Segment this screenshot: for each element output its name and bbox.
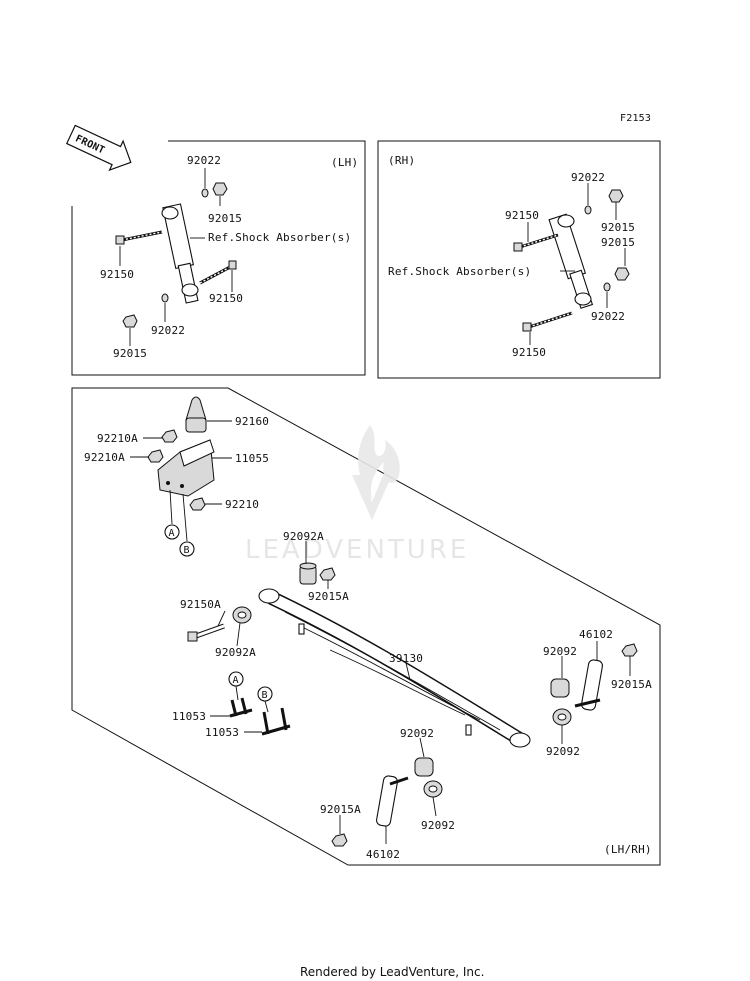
rh-side-label: (RH)	[388, 154, 415, 167]
bushing-92092-right-top	[550, 678, 570, 698]
ref-a-label: A	[169, 528, 175, 539]
bushing-92092-mid-top	[414, 757, 434, 777]
callout-39130: 39130	[389, 652, 423, 665]
callout-rh-92150-bottom: 92150	[512, 346, 546, 359]
callout-92092-right-bottom: 92092	[546, 745, 580, 758]
nut-92015A-top	[319, 567, 336, 581]
lh-nut-top	[212, 182, 228, 196]
callout-92015A-right: 92015A	[611, 678, 652, 691]
bushing-92092A-left	[232, 606, 252, 624]
callout-rh-92015-b: 92015	[601, 236, 635, 249]
spring-panel: (LH/RH) LEADVENTURE 92160 11055 92210A 9	[71, 387, 661, 866]
rh-nut-b	[614, 267, 630, 281]
rh-panel: (RH) 92022 92150 92015 920	[377, 140, 661, 379]
callout-92015A-top: 92015A	[308, 590, 349, 603]
callout-lh-92150-left: 92150	[100, 268, 134, 281]
lh-ref-shock-label: Ref.Shock Absorber(s)	[208, 231, 351, 244]
callout-11053-b: 11053	[205, 726, 239, 739]
figure-code: F2153	[620, 113, 651, 124]
nut-92210A-2	[147, 449, 164, 463]
callout-92150A: 92150A	[180, 598, 221, 611]
bushing-92092-right-bottom	[552, 708, 572, 726]
ref-a-circle	[164, 524, 180, 540]
callout-lh-92150-right: 92150	[209, 292, 243, 305]
callout-92210: 92210	[225, 498, 259, 511]
watermark-text: LEADVENTURE	[245, 535, 469, 565]
callout-11053-a: 11053	[172, 710, 206, 723]
callout-lh-92015-top: 92015	[208, 212, 242, 225]
nut-92210A-1	[161, 429, 178, 443]
callout-11055: 11055	[235, 452, 269, 465]
rh-ref-shock-label: Ref.Shock Absorber(s)	[388, 265, 531, 278]
leaf-spring	[258, 588, 531, 748]
callout-lh-92022-top: 92022	[187, 154, 221, 167]
callout-92210A-2: 92210A	[84, 451, 125, 464]
ref-a2-circle	[228, 671, 244, 687]
nut-92015A-bottom	[331, 833, 348, 847]
callout-rh-92150-top: 92150	[505, 209, 539, 222]
footer-credit: Rendered by LeadVenture, Inc.	[300, 965, 484, 979]
callout-rh-92022-top: 92022	[571, 171, 605, 184]
bump-stop	[185, 396, 207, 433]
rh-nut-a	[608, 189, 624, 203]
shackle-46102-bottom	[376, 775, 409, 827]
lh-nut-bottom	[122, 314, 138, 328]
ref-a2-label: A	[233, 675, 239, 686]
callout-92210A-1: 92210A	[97, 432, 138, 445]
callout-rh-92022-bottom: 92022	[591, 310, 625, 323]
ref-b2-label: B	[262, 690, 268, 701]
nut-92210	[189, 497, 206, 511]
u-bolt-a	[229, 697, 253, 718]
rh-washer-top	[584, 205, 592, 215]
ref-b2-circle	[257, 686, 273, 702]
spring-side-label: (LH/RH)	[604, 843, 652, 856]
front-arrow-icon: FRONT	[65, 124, 132, 172]
rh-washer-bottom	[603, 282, 611, 292]
nut-92015A-right	[621, 643, 638, 657]
watermark-logo	[352, 425, 400, 520]
lh-shock-absorber	[161, 203, 199, 304]
rh-bolt-top	[513, 233, 559, 252]
lh-side-label: (LH)	[331, 156, 358, 169]
shackle-46102-right	[574, 659, 603, 711]
lh-panel: (LH) 92022 920	[71, 140, 366, 376]
lh-washer-top	[201, 188, 209, 198]
callout-lh-92022-bottom: 92022	[151, 324, 185, 337]
callout-46102-bottom: 46102	[366, 848, 400, 861]
lh-washer-bottom	[161, 293, 169, 303]
callout-92092-right-top: 92092	[543, 645, 577, 658]
callout-lh-92015-bottom: 92015	[113, 347, 147, 360]
callout-46102-right: 46102	[579, 628, 613, 641]
ref-b-circle	[179, 541, 195, 557]
callout-rh-92015-a: 92015	[601, 221, 635, 234]
lh-bolt-left	[115, 230, 163, 245]
bushing-92092A-top	[299, 562, 317, 585]
callout-92092A-top: 92092A	[283, 530, 324, 543]
lh-bolt-right	[199, 260, 237, 285]
u-bolt-b	[261, 707, 291, 736]
callout-92092-mid-bottom: 92092	[421, 819, 455, 832]
callout-92160: 92160	[235, 415, 269, 428]
bolt-92150A	[187, 623, 225, 642]
ref-b-label: B	[184, 545, 190, 556]
callout-92092A-left: 92092A	[215, 646, 256, 659]
rh-shock-absorber	[548, 213, 594, 309]
rh-bolt-bottom	[522, 311, 573, 332]
bushing-92092-mid-bottom	[423, 780, 443, 798]
callout-92015A-bottom: 92015A	[320, 803, 361, 816]
mount-bracket	[157, 439, 215, 497]
callout-92092-mid-top: 92092	[400, 727, 434, 740]
